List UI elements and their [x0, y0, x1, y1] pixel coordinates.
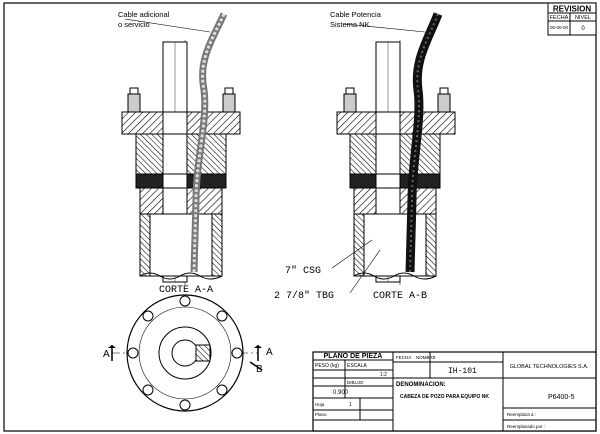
hoja-value: 1 [349, 402, 352, 408]
left-section-label: CORTE A-A [159, 285, 213, 296]
casing-label: 7" CSG [285, 265, 321, 277]
left-casing [139, 213, 223, 277]
left-cable-label-1: Cable adicional [118, 10, 170, 19]
tubing-label: 2 7/8" TBG [274, 290, 334, 302]
sheet-border [3, 2, 597, 432]
peso-label: PESO (kg) [315, 363, 339, 369]
part-number: P6400-5 [548, 394, 575, 401]
revision-fecha-label: FECHA [550, 15, 569, 21]
right-section-view: Cable Potencia Sistema NK 7" CSG 2 7/8" … [274, 10, 456, 302]
plano-label: Plano [315, 412, 327, 417]
left-bolt-left [127, 93, 141, 113]
left-cable-label-2: o servicio [118, 20, 150, 29]
reemplazado-label: Reemplazado por : [507, 424, 545, 429]
escala-label: ESCALA [347, 363, 367, 369]
company-name: GLOBAL TECHNOLOGIES S.A. [510, 364, 589, 370]
bolt-hole [231, 347, 243, 359]
marker-a-right: A [266, 347, 273, 358]
revision-fecha-value: 00-00-00 [550, 25, 569, 30]
plan-view: A A B [103, 294, 273, 412]
left-bolt-right [222, 93, 236, 113]
revision-block: REVISION FECHA NIVEL 00-00-00 0 [547, 2, 597, 36]
fecha-label: FECHA [396, 355, 411, 360]
right-bolt-right [437, 93, 451, 113]
bolt-hole [179, 399, 191, 411]
marker-a-left: A [103, 349, 110, 360]
denominacion-label: DENOMINACION: [396, 382, 446, 388]
revision-nivel-value: 0 [581, 26, 585, 32]
bolt-hole [127, 347, 139, 359]
revision-title: REVISION [553, 5, 591, 14]
right-cable-label-1: Cable Potencia [330, 10, 382, 19]
plan-cable-port [195, 344, 211, 362]
right-cable-label-2: Sistema NK [330, 20, 370, 29]
revision-nivel-label: NIVEL [575, 15, 591, 21]
bolt-hole [216, 384, 228, 396]
bolt-hole [142, 384, 154, 396]
bolt-hole [216, 310, 228, 322]
bolt-hole [142, 310, 154, 322]
escala-value: 1:2 [380, 372, 387, 378]
reemplaza-label: Reemplaza a : [507, 412, 536, 417]
right-casing [353, 213, 437, 277]
marker-b: B [256, 364, 263, 375]
hoja-label: Hoja [315, 402, 325, 407]
peso-value: 0.900 [333, 390, 349, 396]
nombre-label: NOMBRE [416, 355, 436, 360]
right-section-label: CORTE A-B [373, 291, 427, 302]
dibujo-label: DIBUJO [347, 380, 364, 385]
denominacion-value: CABEZA DE POZO PARA EQUIPO NK [400, 394, 489, 400]
drawing-code: IH-101 [448, 367, 477, 376]
plano-title: PLANO DE PIEZA [324, 353, 383, 360]
left-section-view: Cable adicional o servicio CORTE A-A [118, 10, 241, 296]
title-block: PLANO DE PIEZA PESO (kg) ESCALA 1:2 0.90… [312, 351, 597, 432]
right-bolt-left [343, 93, 357, 113]
bolt-hole [179, 295, 191, 307]
